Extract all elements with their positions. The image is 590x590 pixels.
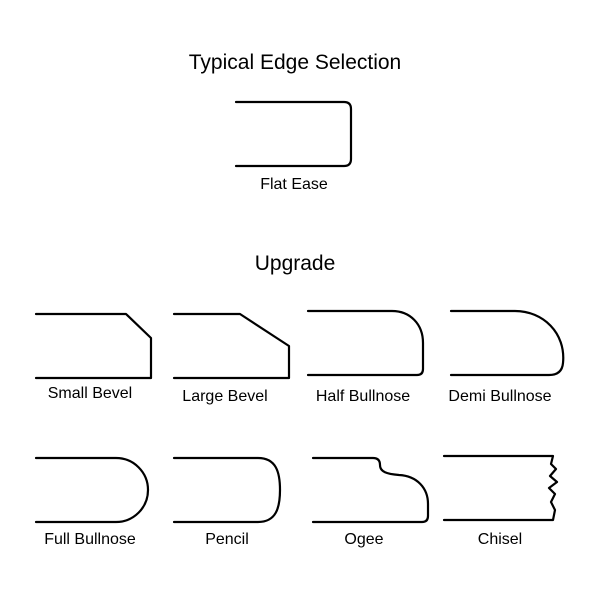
chisel-profile: [442, 454, 559, 522]
demi-bullnose-profile: [449, 309, 565, 377]
large-bevel-label: Large Bevel: [182, 388, 268, 405]
chisel-label: Chisel: [477, 531, 523, 548]
full-bullnose-profile: [34, 456, 150, 524]
typical-edge-selection-title: Typical Edge Selection: [188, 51, 402, 74]
upgrade-title: Upgrade: [254, 252, 336, 275]
small-bevel-label: Small Bevel: [47, 385, 133, 402]
large-bevel-profile: [172, 312, 291, 380]
small-bevel-profile: [34, 312, 153, 380]
flat-ease-label: Flat Ease: [260, 176, 328, 193]
pencil-label: Pencil: [205, 531, 249, 548]
pencil-profile: [172, 456, 282, 524]
half-bullnose-profile: [306, 309, 425, 377]
ogee-profile: [311, 456, 430, 524]
flat-ease-profile: [234, 100, 353, 168]
full-bullnose-label: Full Bullnose: [44, 531, 136, 548]
half-bullnose-label: Half Bullnose: [315, 388, 411, 405]
ogee-label: Ogee: [344, 531, 384, 548]
demi-bullnose-label: Demi Bullnose: [448, 388, 552, 405]
